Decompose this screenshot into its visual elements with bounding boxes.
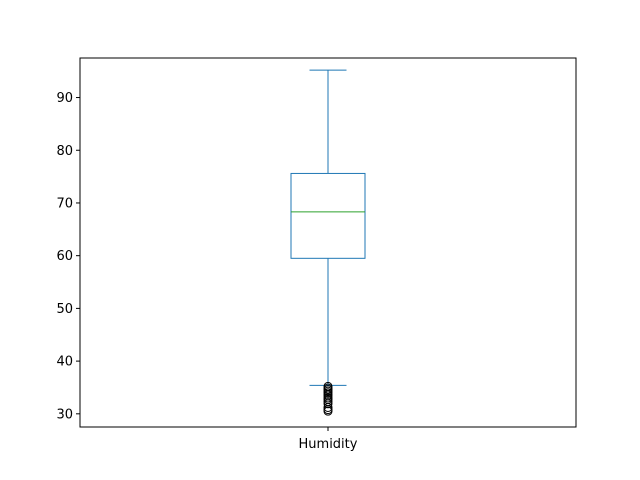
outlier-point (323, 399, 333, 409)
y-tick-label: 30 (56, 407, 73, 422)
outlier-point (323, 406, 333, 416)
boxes-layer (290, 69, 366, 416)
iqr-box (290, 172, 366, 259)
x-tick-label: Humidity (299, 437, 358, 452)
plot-frame (79, 57, 577, 428)
y-tick-label: 40 (56, 355, 73, 370)
x-axis: Humidity (299, 427, 358, 452)
y-tick-label: 80 (56, 144, 73, 159)
y-tick-label: 90 (56, 91, 73, 106)
y-tick-label: 60 (56, 249, 73, 264)
y-axis: 30 40 50 60 70 80 90 (56, 91, 80, 422)
outlier-point (323, 402, 333, 412)
y-tick-label: 50 (56, 302, 73, 317)
box-group (290, 69, 366, 416)
y-tick-label: 70 (56, 196, 73, 211)
